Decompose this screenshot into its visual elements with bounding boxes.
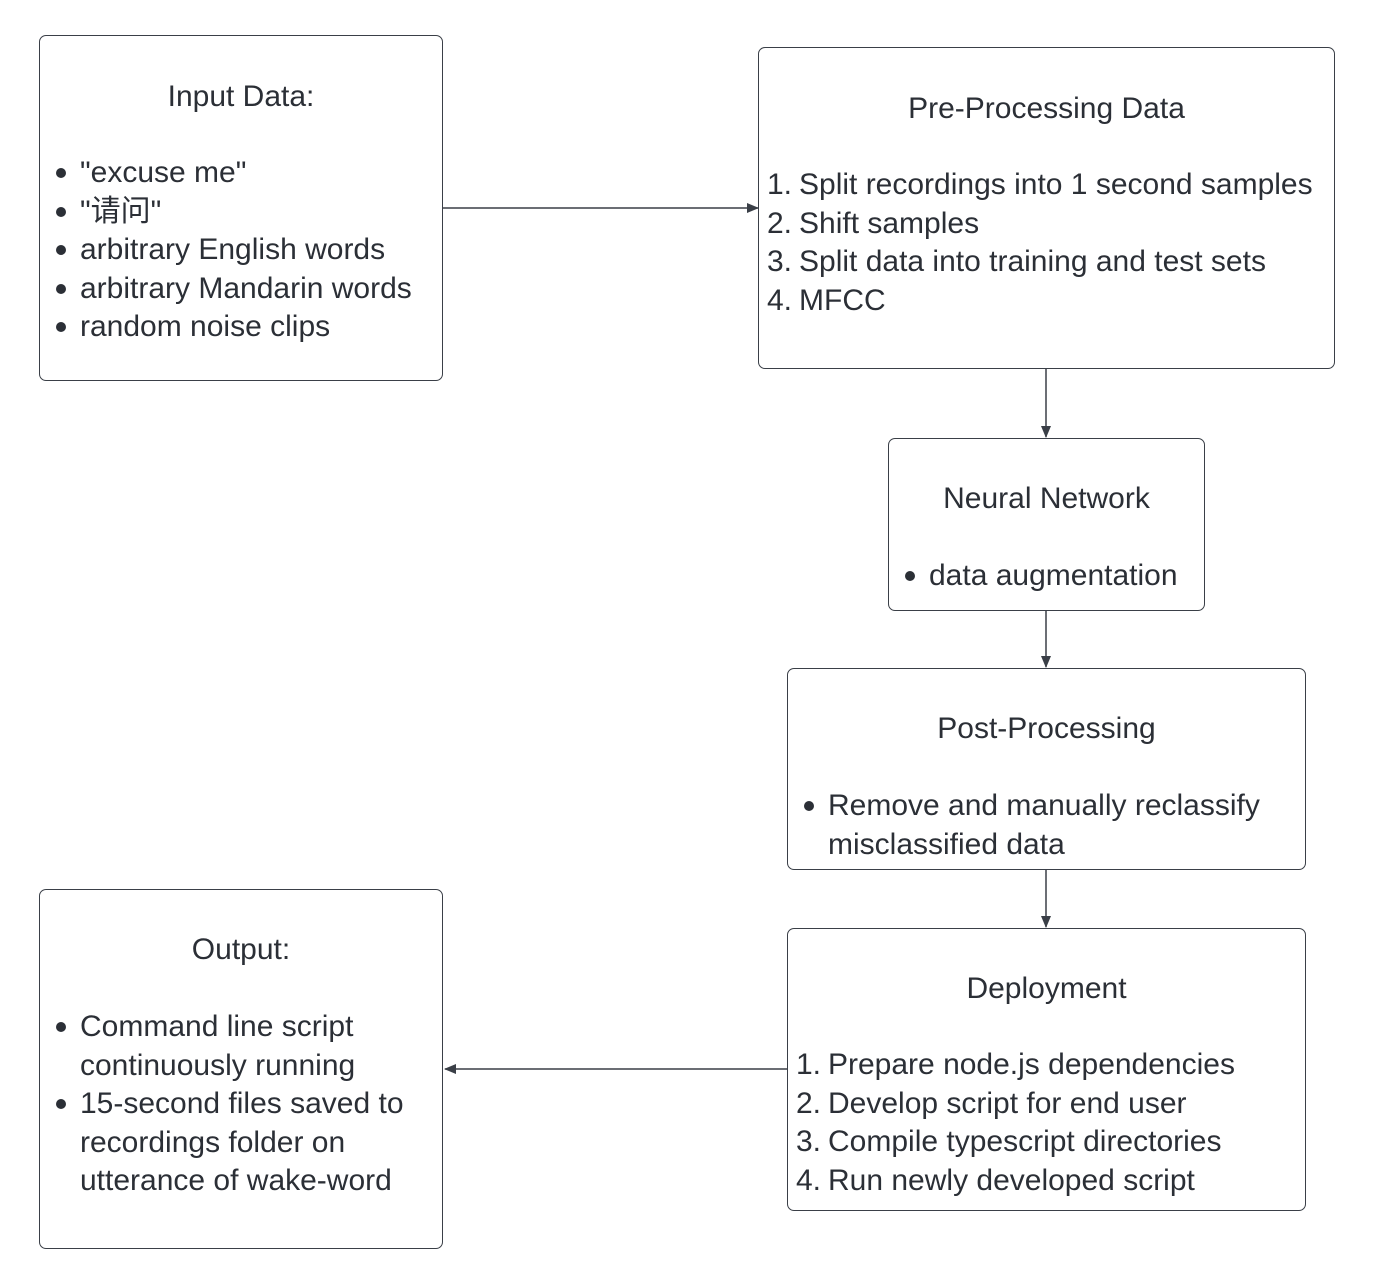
list-item: "excuse me" xyxy=(40,154,440,193)
bullet-icon xyxy=(56,206,66,217)
list-item: arbitrary English words xyxy=(40,231,440,270)
bullet-icon xyxy=(804,801,814,811)
list-item: data augmentation xyxy=(889,557,1204,596)
bullet-icon xyxy=(56,1022,66,1032)
output-node: Output: Command line script continuously… xyxy=(39,889,443,1249)
list-item: 4.MFCC xyxy=(767,283,886,317)
list-item: 3.Split data into training and test sets xyxy=(767,245,1266,278)
bullet-icon xyxy=(56,1099,66,1109)
deployment-node: Deployment 1.Prepare node.js dependencie… xyxy=(787,928,1306,1211)
postprocessing-list: Remove and manually reclassify misclassi… xyxy=(788,787,1293,864)
list-item: 15-second files saved to recordings fold… xyxy=(40,1085,435,1201)
list-item: 3.Compile typescript directories xyxy=(796,1125,1222,1158)
bullet-icon xyxy=(56,168,66,178)
list-item: 4.Run newly developed script xyxy=(796,1163,1195,1197)
bullet-icon xyxy=(56,245,66,255)
list-item: random noise clips xyxy=(40,308,440,347)
deployment-title: Deployment xyxy=(966,972,1127,1005)
list-item: 1.Split recordings into 1 second samples xyxy=(767,168,1313,201)
preprocessing-title: Pre-Processing Data xyxy=(908,92,1185,125)
input-data-list: "excuse me" "请问" arbitrary English words… xyxy=(40,154,440,347)
list-item: "请问" xyxy=(40,193,440,232)
input-data-title: Input Data: xyxy=(167,80,315,113)
list-item: Command line script continuously running xyxy=(40,1008,435,1085)
list-item: arbitrary Mandarin words xyxy=(40,270,440,309)
neural-network-list: data augmentation xyxy=(889,557,1204,596)
deployment-steps: 1.Prepare node.js dependencies 2.Develop… xyxy=(796,1046,1301,1200)
output-title: Output: xyxy=(191,933,291,966)
output-list: Command line script continuously running… xyxy=(40,1008,435,1201)
postprocessing-node: Post-Processing Remove and manually recl… xyxy=(787,668,1306,870)
input-data-node: Input Data: "excuse me" "请问" arbitrary E… xyxy=(39,35,443,381)
preprocessing-steps: 1.Split recordings into 1 second samples… xyxy=(767,166,1327,320)
bullet-icon xyxy=(905,571,915,581)
postprocessing-title: Post-Processing xyxy=(937,712,1156,745)
bullet-icon xyxy=(56,283,66,294)
list-item: Remove and manually reclassify misclassi… xyxy=(788,787,1293,864)
neural-network-node: Neural Network data augmentation xyxy=(888,438,1205,611)
list-item: 2.Shift samples xyxy=(767,206,980,240)
list-item: 1.Prepare node.js dependencies xyxy=(796,1048,1235,1081)
preprocessing-node: Pre-Processing Data 1.Split recordings i… xyxy=(758,47,1335,369)
bullet-icon xyxy=(56,322,66,332)
neural-network-title: Neural Network xyxy=(943,482,1150,515)
list-item: 2.Develop script for end user xyxy=(796,1086,1187,1120)
